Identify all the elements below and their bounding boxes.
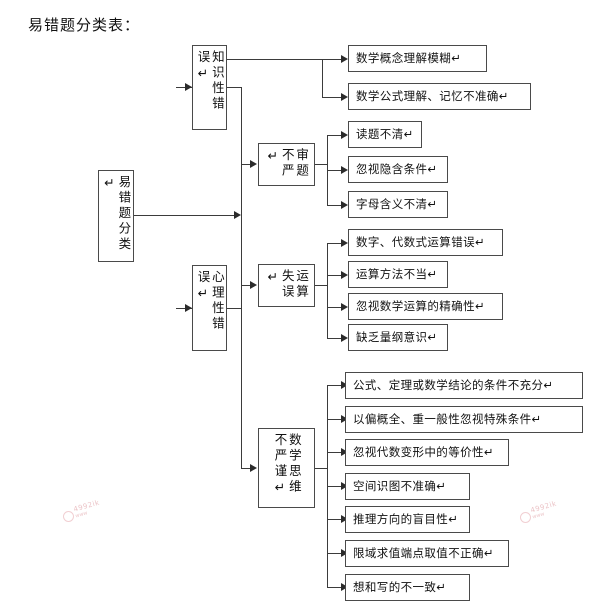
leaf-label: 忽视隐含条件↵ [356,161,438,176]
leaf-thinking-0[interactable]: 公式、定理或数学结论的条件不充分↵ [345,372,583,399]
leaf-label: 运算方法不当↵ [356,266,438,281]
arrow-to-thinking [250,464,257,472]
leaf-label: 忽视代数变形中的等价性↵ [353,444,494,459]
arrow-reading-leaf-2 [341,201,348,209]
connector-knowledge-out [227,59,322,60]
arrow-reading-leaf-0 [341,131,348,139]
node-thinking[interactable]: 数学思维不严谨↵ [258,428,315,508]
arrow-thinking-leaf-0 [341,381,348,389]
watermark-right: 4992ik www [530,500,560,521]
leaf-thinking-5[interactable]: 限域求值端点取值不正确↵ [345,540,509,567]
leaf-calculation-3[interactable]: 缺乏量纲意识↵ [348,324,448,351]
leaf-label: 以偏概全、重一般性忽视特殊条件↵ [353,411,542,426]
connector-knowledge-leaf-0 [322,59,344,60]
connector-calculation-leaf-2 [327,307,344,308]
arrow-root-to-spine [234,211,241,219]
node-root-label: 易错题分类↵ [102,175,132,253]
connector-reading-out [315,164,327,165]
arrow-thinking-leaf-6 [341,583,348,591]
connector-calculation-leaf-0 [327,243,344,244]
connector-thinking-leaf-1 [327,419,344,420]
node-psychological[interactable]: 心理性错误↵ [192,265,227,351]
leaf-thinking-1[interactable]: 以偏概全、重一般性忽视特殊条件↵ [345,406,583,433]
leaf-knowledge-1[interactable]: 数学公式理解、记忆不准确↵ [348,83,531,110]
leaf-label: 数学概念理解模糊↵ [356,50,462,65]
node-reading-label: 审题不严↵ [265,148,310,179]
connector-thinking-leaf-3 [327,486,344,487]
leaf-calculation-1[interactable]: 运算方法不当↵ [348,261,448,288]
leaf-reading-0[interactable]: 读题不清↵ [348,121,422,148]
leaf-label: 空间识图不准确↵ [353,478,447,493]
arrow-knowledge-leaf-1 [341,93,348,101]
connector-psychological-out [227,308,241,309]
leaf-thinking-2[interactable]: 忽视代数变形中的等价性↵ [345,439,509,466]
leaf-calculation-2[interactable]: 忽视数学运算的精确性↵ [348,293,503,320]
watermark-left: 4992ik www [73,499,103,520]
leaf-reading-2[interactable]: 字母含义不清↵ [348,191,448,218]
leaf-label: 数学公式理解、记忆不准确↵ [356,88,509,103]
leaf-thinking-6[interactable]: 想和写的不一致↵ [345,574,470,601]
connector-thinking-leaf-4 [327,519,344,520]
connector-knowledge-trunk [322,59,323,97]
arrow-to-psychological [185,304,192,312]
leaf-label: 公式、定理或数学结论的条件不充分↵ [353,377,554,392]
arrow-thinking-leaf-4 [341,515,348,523]
connector-calculation-leaf-3 [327,338,344,339]
arrow-thinking-leaf-2 [341,448,348,456]
connector-thinking-leaf-5 [327,553,344,554]
arrow-knowledge-leaf-0 [341,55,348,63]
leaf-reading-1[interactable]: 忽视隐含条件↵ [348,156,448,183]
watermark-right-ring [520,512,531,523]
connector-thinking-leaf-6 [327,587,344,588]
arrow-to-reading [250,160,257,168]
connector-knowledge-leaf-1 [322,97,344,98]
watermark-left-ring [63,511,74,522]
connector-root-out [134,215,234,216]
connector-thinking-out [315,468,327,469]
connector-thinking-leaf-2 [327,452,344,453]
connector-calculation-out [315,285,327,286]
arrow-calculation-leaf-3 [341,334,348,342]
leaf-label: 字母含义不清↵ [356,196,438,211]
leaf-thinking-3[interactable]: 空间识图不准确↵ [345,473,470,500]
node-knowledge-label: 知识性错误↵ [195,50,225,112]
leaf-label: 限域求值端点取值不正确↵ [353,545,494,560]
node-psychological-label: 心理性错误↵ [195,270,225,332]
node-root[interactable]: 易错题分类↵ [98,170,134,262]
leaf-label: 想和写的不一致↵ [353,579,447,594]
arrow-thinking-leaf-1 [341,415,348,423]
node-reading[interactable]: 审题不严↵ [258,143,315,186]
leaf-calculation-0[interactable]: 数字、代数式运算错误↵ [348,229,503,256]
connector-reading-leaf-2 [327,205,344,206]
leaf-label: 数字、代数式运算错误↵ [356,234,486,249]
arrow-reading-leaf-1 [341,166,348,174]
connector-psychological-trunk [241,164,242,468]
leaf-knowledge-0[interactable]: 数学概念理解模糊↵ [348,45,487,72]
arrow-thinking-leaf-3 [341,482,348,490]
leaf-label: 读题不清↵ [356,126,414,141]
node-knowledge[interactable]: 知识性错误↵ [192,45,227,130]
leaf-label: 推理方向的盲目性↵ [353,511,459,526]
leaf-label: 缺乏量纲意识↵ [356,329,438,344]
connector-reading-leaf-1 [327,170,344,171]
connector-to-thinking [241,468,251,469]
page-title: 易错题分类表： [28,16,141,34]
arrow-thinking-leaf-5 [341,549,348,557]
arrow-calculation-leaf-1 [341,271,348,279]
arrow-to-knowledge [185,83,192,91]
arrow-calculation-leaf-2 [341,303,348,311]
connector-thinking-leaf-0 [327,385,344,386]
connector-calculation-trunk [327,243,328,338]
node-calculation[interactable]: 运算失误↵ [258,264,315,307]
connector-to-calculation [241,285,251,286]
connector-to-reading [241,164,251,165]
node-thinking-label: 数学思维不严谨↵ [272,433,302,498]
leaf-thinking-4[interactable]: 推理方向的盲目性↵ [345,506,470,533]
connector-calculation-leaf-1 [327,275,344,276]
arrow-to-calculation [250,281,257,289]
node-calculation-label: 运算失误↵ [265,269,310,300]
leaf-label: 忽视数学运算的精确性↵ [356,298,486,313]
arrow-calculation-leaf-0 [341,239,348,247]
connector-reading-leaf-0 [327,135,344,136]
